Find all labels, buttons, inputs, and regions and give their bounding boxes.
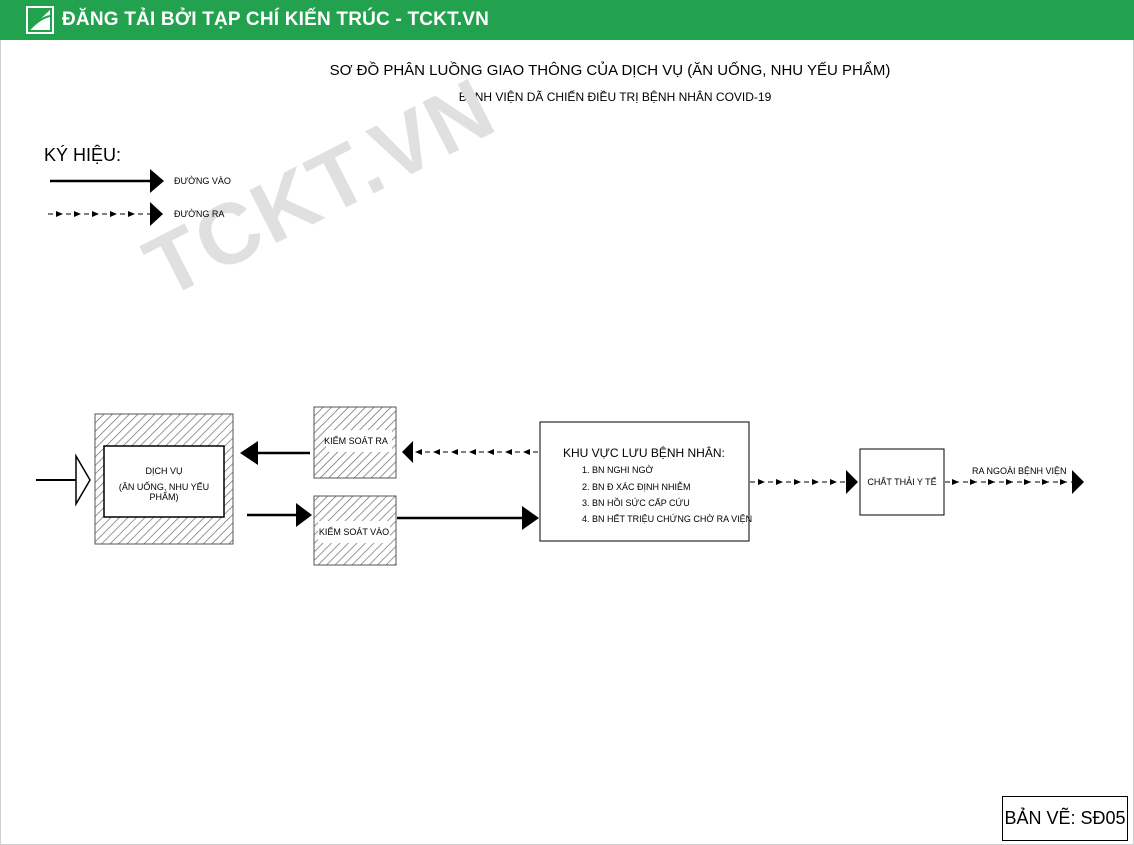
medical-waste-label: CHẤT THẢI Y TẾ xyxy=(867,477,937,487)
hospital-exit-label: RA NGOÀI BỆNH VIỆN xyxy=(972,466,1067,476)
arrow-service-to-entry xyxy=(247,503,312,527)
patient-area-box xyxy=(539,421,750,542)
exit-control-label-bg xyxy=(326,430,392,452)
exit-control-label: KIỂM SOÁT RA xyxy=(324,436,388,446)
legend-entry-arrow xyxy=(50,169,164,193)
medical-waste-box xyxy=(859,448,945,516)
arrow-waste-to-outside xyxy=(945,470,1084,494)
patient-area-item: 4. BN HẾT TRIỆU CHỨNG CHỜ RA VIỆN xyxy=(582,514,753,524)
top-banner: ĐĂNG TẢI BỞI TẠP CHÍ KIẾN TRÚC - TCKT.VN xyxy=(0,0,1134,40)
arrow-entry-to-patient xyxy=(397,506,539,530)
legend-entry-label: ĐƯỜNG VÀO xyxy=(174,176,231,186)
entry-control-label-bg xyxy=(318,521,390,543)
service-label-line2: (ĂN UỐNG, NHU YẾU PHẨM) xyxy=(118,482,210,502)
drawing-number: BẢN VẼ: SĐ05 xyxy=(1002,796,1128,841)
incoming-arrow xyxy=(36,453,91,507)
patient-area-item: 2. BN Đ XÁC ĐỊNH NHIỄM xyxy=(582,482,691,492)
arrow-patient-to-waste xyxy=(750,470,858,494)
service-box xyxy=(94,413,234,545)
entry-control-label: KIỂM SOÁT VÀO xyxy=(318,527,390,537)
legend-exit-arrow xyxy=(48,202,163,226)
service-label-line1: DỊCH VỤ xyxy=(145,466,183,476)
patient-area-item: 3. BN HỒI SỨC CẤP CỨU xyxy=(582,498,690,508)
legend-title: KÝ HIỆU: xyxy=(44,145,122,165)
arrow-patient-to-exit-control xyxy=(402,441,538,463)
patient-area-title: KHU VỰC LƯU BỆNH NHÂN: xyxy=(563,446,725,460)
diagram-subtitle: BỆNH VIỆN DÃ CHIẾN ĐIỀU TRỊ BỆNH NHÂN CO… xyxy=(458,90,772,104)
legend-exit-label: ĐƯỜNG RA xyxy=(174,209,225,219)
patient-area-item: 1. BN NGHI NGỜ xyxy=(582,465,654,475)
tckt-logo-icon xyxy=(26,6,54,34)
banner-text: ĐĂNG TẢI BỞI TẠP CHÍ KIẾN TRÚC - TCKT.VN xyxy=(62,9,490,30)
diagram-title: SƠ ĐỒ PHÂN LUỒNG GIAO THÔNG CỦA DỊCH VỤ … xyxy=(329,62,891,79)
arrow-exit-to-service xyxy=(240,441,310,465)
